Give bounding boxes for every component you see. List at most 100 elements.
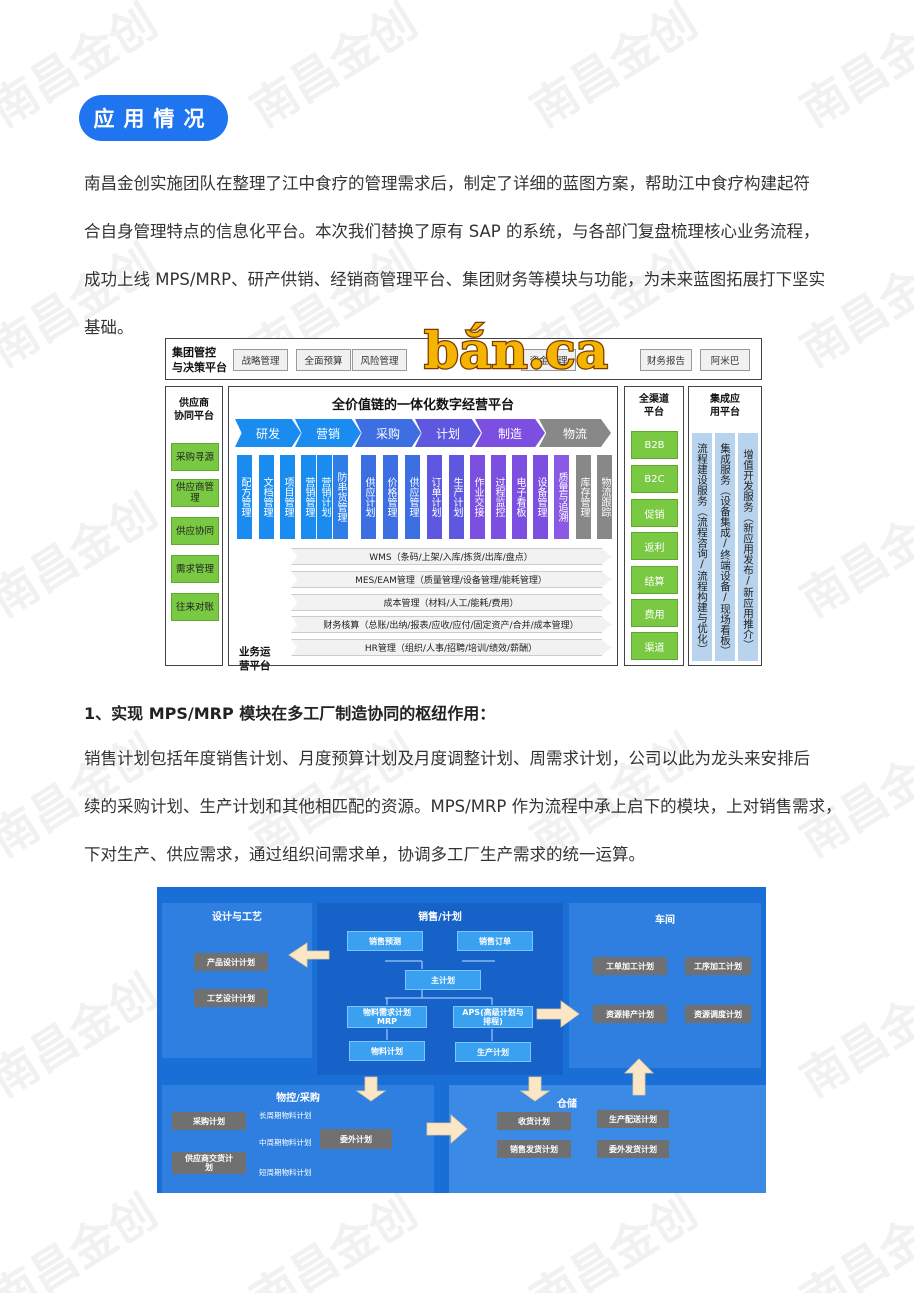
flow-arrows	[288, 942, 654, 1144]
paragraph-line: 续的采购计划、生产计划和其他相匹配的资源。MPS/MRP 作为流程中承上启下的模…	[84, 797, 842, 816]
module-bar: 配方管理	[237, 455, 252, 539]
warehouse-item: 销售发货计划	[497, 1140, 571, 1158]
watermark: 南昌金创	[241, 0, 426, 138]
module-bar: 质量与追溯	[554, 455, 569, 539]
workshop-item: 工序加工计划	[685, 957, 751, 975]
ops-platform-label: 业务运 营平台	[239, 646, 271, 672]
module-bar: 过程监控	[491, 455, 506, 539]
watermark: 南昌金创	[0, 963, 166, 1108]
module-bar: 设备管理	[533, 455, 548, 539]
paragraph-line: 南昌金创实施团队在整理了江中食疗的管理需求后，制定了详细的蓝图方案，帮助江中食疗…	[84, 174, 810, 193]
svg-text:bắn.ca: bắn.ca	[424, 321, 608, 378]
value-chain-platform: 全价值链的一体化数字经营平台 研发 营销 采购 计划 制造 物流 配方管理 文档…	[228, 386, 618, 672]
paragraph-line: 销售计划包括年度销售计划、月度预算计划及月度调整计划、周需求计划，公司以此为龙头…	[84, 749, 810, 768]
stage-chevron: 计划	[415, 419, 481, 447]
ops-strip: WMS（条码/上架/入库/拣货/出库/盘点）	[291, 548, 611, 565]
top-item: 风险管理	[352, 349, 407, 371]
design-zone: 设计与工艺 产品设计计划 工艺设计计划	[162, 903, 312, 1058]
supplier-platform: 供应商 协同平台 采购寻源 供应商管理 供应协同 需求管理 往来对账	[165, 386, 223, 666]
paragraph-line: 下对生产、供应需求，通过组织间需求单，协调多工厂生产需求的统一运算。	[84, 845, 645, 864]
channel-item: 结算	[631, 566, 678, 594]
workshop-zone-title: 车间	[655, 915, 675, 926]
integration-platform-title: 集成应 用平台	[710, 394, 740, 418]
channel-item: B2C	[631, 465, 678, 493]
module-bar: 营销计划	[317, 455, 332, 539]
top-item: 财务报告	[640, 349, 692, 371]
workshop-item: 工单加工计划	[593, 957, 667, 975]
stage-chevron: 研发	[235, 419, 301, 447]
section-title: 应用情况	[79, 95, 228, 141]
sales-item: APS(高级计划与 排程)	[453, 1006, 533, 1028]
group-control-title: 集团管控 与决策平台	[172, 346, 227, 374]
module-bar: 供应管理	[405, 455, 420, 539]
sales-item: 物料计划	[349, 1041, 425, 1061]
channel-item: 渠道	[631, 632, 678, 660]
supplier-item: 采购寻源	[171, 443, 219, 471]
sales-zone-title: 销售/计划	[418, 912, 462, 923]
warehouse-item: 委外发货计划	[597, 1140, 669, 1158]
purchase-note: 中周期物料计划	[259, 1138, 312, 1147]
module-bar: 供应计划	[361, 455, 376, 539]
value-chain-title: 全价值链的一体化数字经营平台	[331, 398, 514, 413]
ops-strip: HR管理（组织/人事/招聘/培训/绩效/薪酬）	[291, 639, 611, 656]
purchase-zone-title: 物控/采购	[276, 1093, 320, 1104]
integration-platform: 集成应 用平台 流程建设服务（流程咨询/流程构建与优化） 集成服务（设备集成/终…	[688, 386, 762, 666]
channel-item: 费用	[631, 599, 678, 627]
warehouse-zone: 仓储 收货计划 销售发货计划 生产配送计划 委外发货计划	[449, 1085, 766, 1193]
module-bar: 价格管理	[383, 455, 398, 539]
sales-item: 主计划	[405, 970, 481, 990]
watermark: 南昌金创	[521, 0, 706, 138]
top-item: 阿米巴	[700, 349, 750, 371]
paragraph-line: 合自身管理特点的信息化平台。本次我们替换了原有 SAP 的系统，与各部门复盘梳理…	[84, 222, 820, 241]
paragraph-line: 基础。	[84, 318, 134, 337]
channel-item: 促销	[631, 499, 678, 527]
group-control-bar: 集团管控 与决策平台 战略管理 全面预算 风险管理 资金管理 财务报告 阿米巴	[165, 338, 762, 380]
watermark: 南昌金创	[241, 1183, 426, 1293]
purchase-note: 短周期物料计划	[259, 1168, 312, 1177]
purchase-item: 委外计划	[320, 1129, 392, 1149]
channel-item: 返利	[631, 532, 678, 560]
integration-service: 流程建设服务（流程咨询/流程构建与优化）	[692, 433, 712, 661]
stage-chevron: 采购	[355, 419, 421, 447]
module-bar: 物流跟踪	[597, 455, 612, 539]
supplier-item: 供应协同	[171, 517, 219, 545]
flow-connectors	[385, 960, 495, 1041]
design-item: 工艺设计计划	[194, 989, 268, 1007]
module-bar: 营销管理	[301, 455, 316, 539]
top-item: 战略管理	[233, 349, 288, 371]
module-bar: 作业交接	[470, 455, 485, 539]
channel-item: B2B	[631, 431, 678, 459]
integration-service: 增值开发服务（新应用发布/新应用推介）	[738, 433, 758, 661]
module-bar: 订单计划	[427, 455, 442, 539]
sales-zone: 销售/计划 销售预测 销售订单 主计划 物料需求计划 MRP APS(高级计划与…	[317, 903, 563, 1075]
watermark: 南昌金创	[791, 1183, 914, 1293]
workshop-item: 资源排产计划	[593, 1005, 667, 1023]
warehouse-item: 生产配送计划	[597, 1110, 669, 1128]
watermark: 南昌金创	[791, 0, 914, 138]
watermark: 南昌金创	[0, 1183, 166, 1293]
design-zone-title: 设计与工艺	[212, 912, 262, 923]
purchase-item: 供应商交货计 划	[172, 1152, 246, 1174]
design-item: 产品设计计划	[194, 953, 268, 971]
stage-chevron: 物流	[539, 419, 611, 447]
ops-strip: 财务核算（总账/出纳/报表/应收/应付/固定资产/合并/成本管理）	[291, 616, 611, 633]
supplier-item: 供应商管理	[171, 479, 219, 507]
platform-architecture-diagram: 集团管控 与决策平台 战略管理 全面预算 风险管理 资金管理 财务报告 阿米巴 …	[165, 338, 762, 672]
module-bar: 防串货管理	[333, 455, 348, 539]
paragraph-line: 成功上线 MPS/MRP、研产供销、经销商管理平台、集团财务等模块与功能，为未来…	[84, 270, 826, 289]
module-bar: 文档管理	[259, 455, 274, 539]
workshop-item: 资源调度计划	[685, 1005, 751, 1023]
sales-item: 销售预测	[347, 931, 423, 951]
top-item: 全面预算	[296, 349, 351, 371]
stage-chevron: 制造	[475, 419, 545, 447]
sales-item: 生产计划	[455, 1042, 531, 1062]
planning-flow-diagram: 设计与工艺 产品设计计划 工艺设计计划 销售/计划 销售预测 销售订单 主计划 …	[157, 887, 766, 1193]
sales-item: 物料需求计划 MRP	[347, 1006, 427, 1028]
supplier-platform-title: 供应商 协同平台	[174, 398, 214, 422]
supplier-item: 往来对账	[171, 593, 219, 621]
warehouse-item: 收货计划	[497, 1112, 571, 1130]
ops-strip: 成本管理（材料/人工/能耗/费用）	[291, 594, 611, 611]
module-bar: 库存管理	[576, 455, 591, 539]
warehouse-zone-title: 仓储	[557, 1099, 577, 1110]
purchase-note: 长周期物料计划	[259, 1111, 312, 1120]
